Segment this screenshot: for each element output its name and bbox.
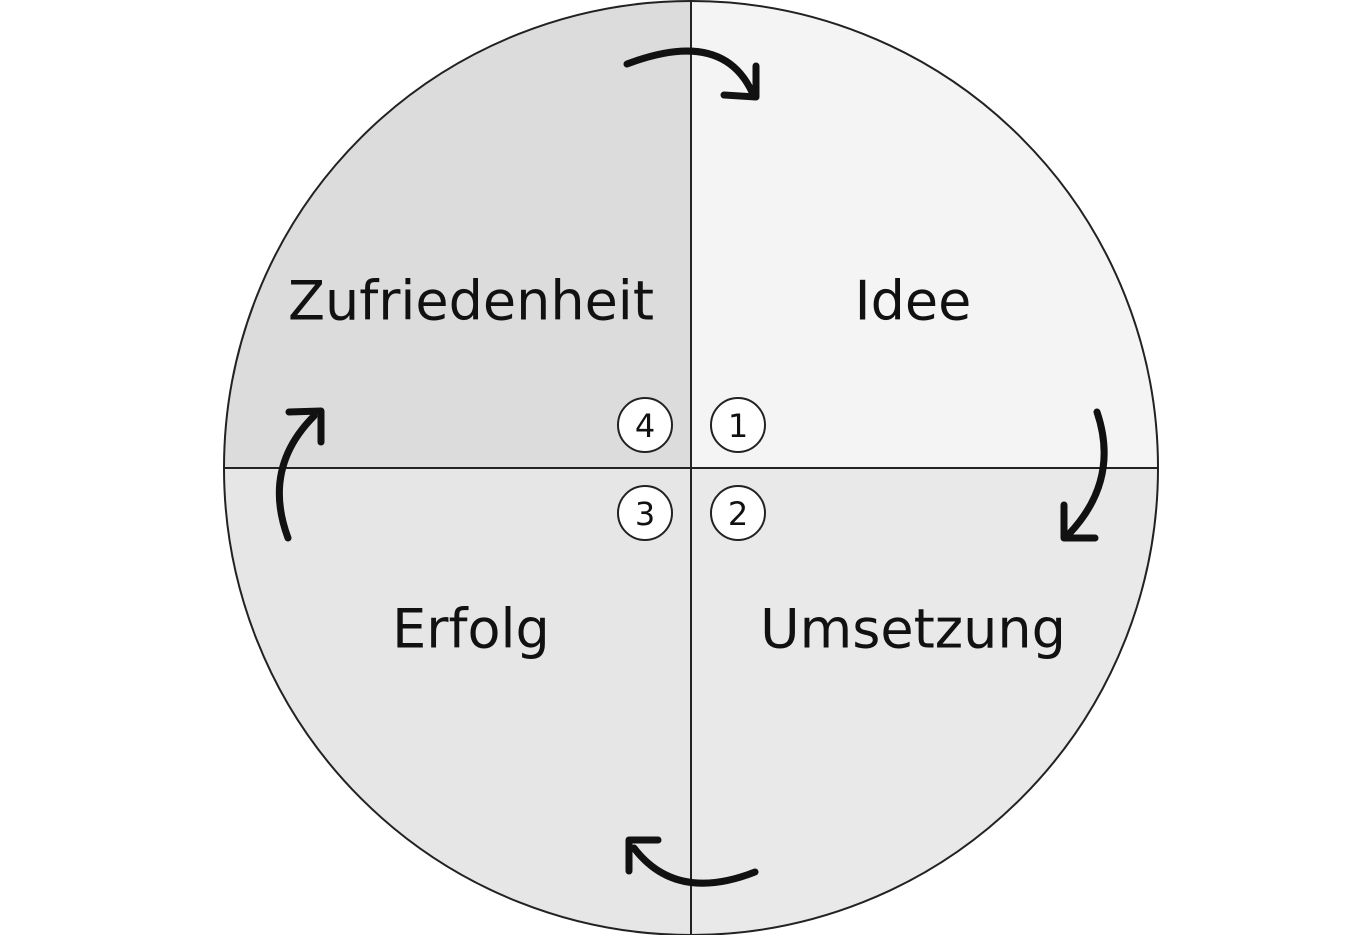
quadrant-erfolg-fill (224, 468, 691, 935)
quadrant-label-umsetzung: Umsetzung (760, 598, 1066, 661)
step-number-4: 4 (635, 407, 655, 445)
quadrant-zufriedenheit-fill (224, 1, 691, 468)
curved-arrow-icon-left (275, 407, 325, 542)
curved-arrow-icon-bottom (625, 836, 759, 887)
step-number-2: 2 (728, 495, 748, 533)
curved-arrow-icon-top (623, 47, 760, 101)
step-badge-1: 1 (710, 397, 766, 453)
quadrant-umsetzung-fill (691, 468, 1158, 935)
step-number-1: 1 (728, 407, 748, 445)
step-number-3: 3 (635, 495, 655, 533)
curved-arrow-icon-right (1060, 408, 1108, 542)
quadrant-label-zufriedenheit: Zufriedenheit (288, 270, 654, 333)
step-badge-3: 3 (617, 485, 673, 541)
quadrant-label-erfolg: Erfolg (392, 598, 550, 661)
step-badge-4: 4 (617, 397, 673, 453)
step-badge-2: 2 (710, 485, 766, 541)
quadrant-label-idee: Idee (855, 270, 972, 333)
quadrant-idee-fill (691, 1, 1158, 468)
